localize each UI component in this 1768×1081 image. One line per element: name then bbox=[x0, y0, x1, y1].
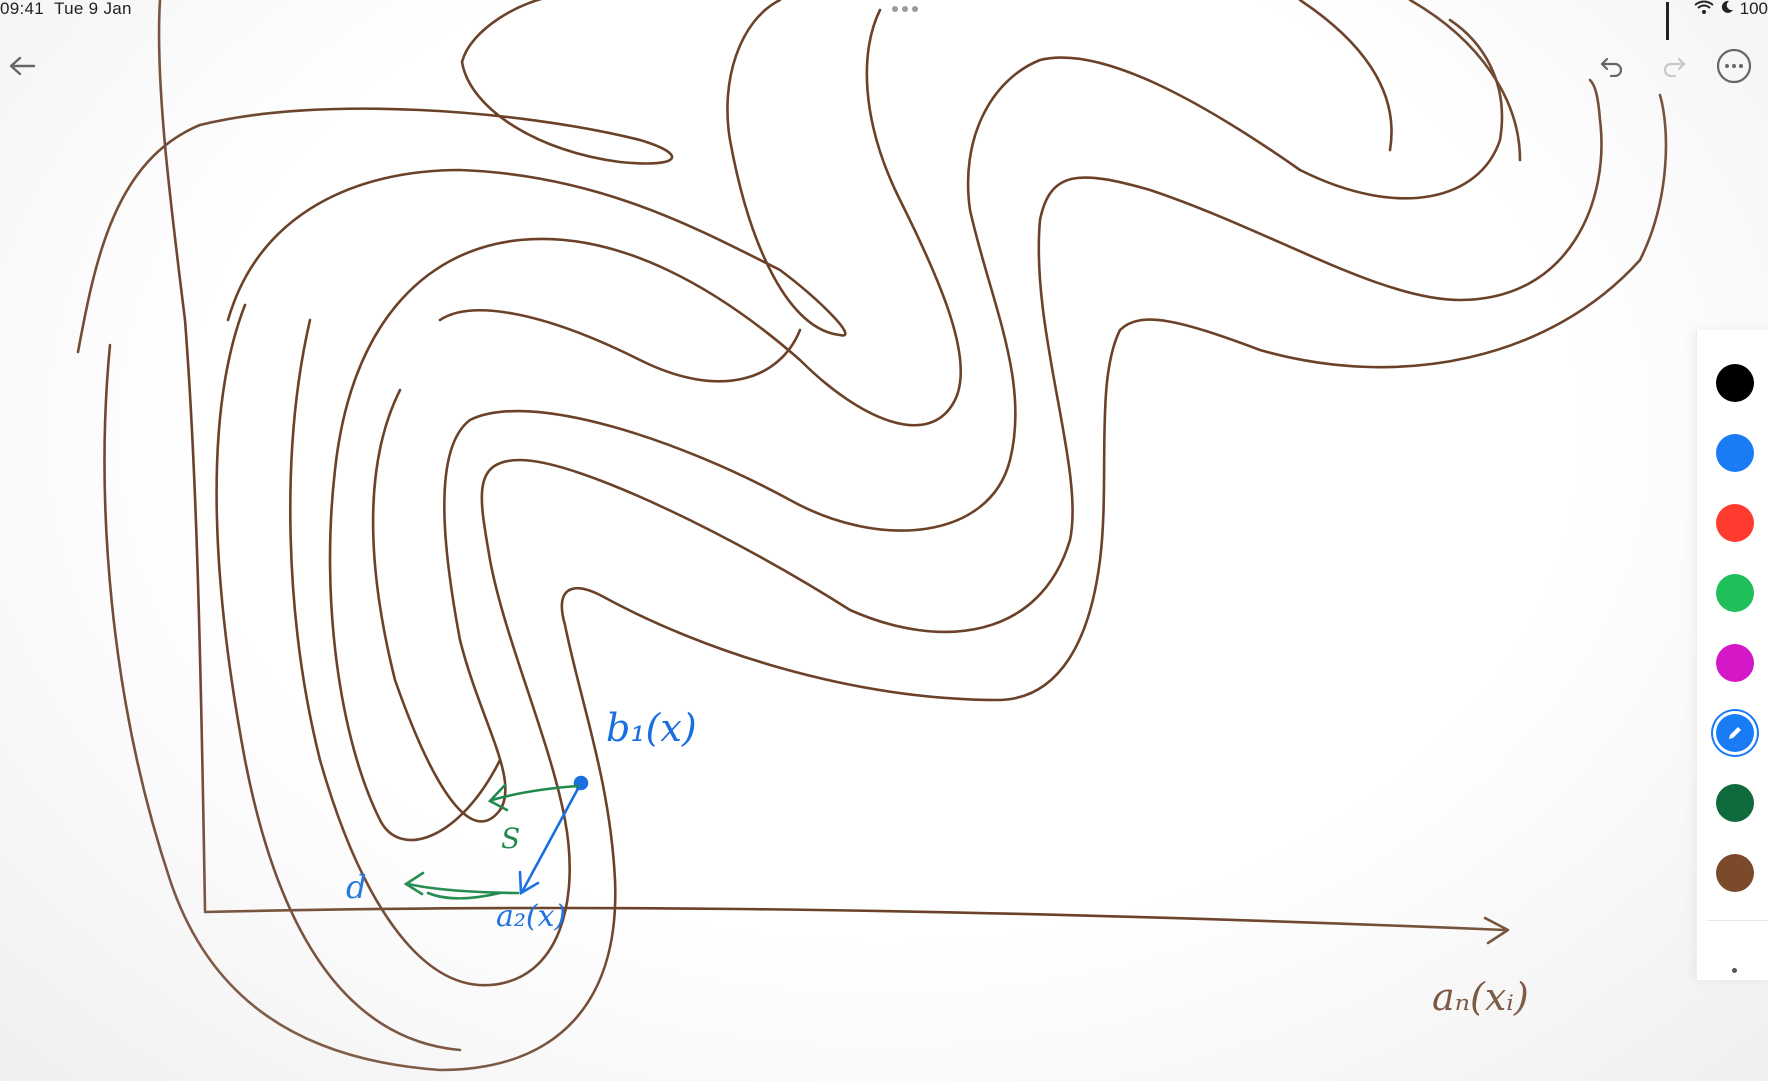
status-time-date: 09:41 Tue 9 Jan bbox=[0, 0, 132, 19]
contour-6 bbox=[371, 18, 1504, 823]
status-date: Tue 9 Jan bbox=[54, 0, 132, 18]
contour-10 bbox=[1408, 0, 1522, 162]
multitasking-grabber[interactable] bbox=[892, 6, 918, 12]
contour-4 bbox=[103, 93, 1668, 1072]
redo-icon bbox=[1663, 57, 1686, 77]
redo-button[interactable] bbox=[1652, 44, 1696, 88]
label-d: d bbox=[346, 868, 367, 906]
ellipsis-circle-icon bbox=[1716, 48, 1752, 84]
color-palette bbox=[1696, 330, 1768, 980]
green-arrow-s-head bbox=[487, 783, 509, 812]
color-swatch-dark-green[interactable] bbox=[1716, 784, 1754, 822]
contour-1 bbox=[76, 0, 674, 354]
vector-arrowhead bbox=[518, 870, 540, 896]
color-swatch-brown[interactable] bbox=[1716, 854, 1754, 892]
label-a2: a₂(x) bbox=[496, 899, 567, 934]
green-arrow-d bbox=[406, 882, 520, 895]
undo-button[interactable] bbox=[1590, 44, 1634, 88]
color-swatch-selected-blue[interactable] bbox=[1716, 714, 1754, 752]
label-s: S bbox=[501, 822, 521, 855]
undo-icon bbox=[1600, 57, 1623, 77]
horizontal-axis-line bbox=[203, 906, 1507, 932]
status-bar: 09:41 Tue 9 Jan 100 bbox=[0, 0, 1768, 40]
green-arrow-s bbox=[490, 784, 580, 802]
contour-2 bbox=[226, 0, 847, 337]
color-swatch-magenta[interactable] bbox=[1716, 644, 1754, 682]
pencil-icon bbox=[1729, 727, 1741, 739]
color-swatch-green[interactable] bbox=[1716, 574, 1754, 612]
green-annotations bbox=[403, 783, 580, 900]
arrow-left-icon bbox=[9, 56, 36, 76]
battery-percent: 100 bbox=[1739, 0, 1768, 18]
stroke-size-dot[interactable] bbox=[1732, 968, 1737, 973]
axis-arrowhead bbox=[1483, 916, 1510, 945]
palette-divider bbox=[1707, 920, 1768, 921]
axis-label: aₙ(xᵢ) bbox=[1432, 975, 1529, 1019]
vector-b1-to-a2 bbox=[520, 781, 583, 894]
label-b1: b₁(x) bbox=[606, 706, 697, 750]
contour-8 bbox=[438, 309, 802, 383]
status-time: 09:41 bbox=[0, 0, 45, 18]
contour-7 bbox=[328, 8, 963, 842]
blue-annotations bbox=[518, 775, 589, 896]
contour-5 bbox=[289, 78, 1603, 987]
green-arrow-d-head bbox=[403, 871, 425, 896]
color-swatch-red[interactable] bbox=[1716, 504, 1754, 542]
more-options-button[interactable] bbox=[1712, 44, 1756, 88]
color-swatch-blue[interactable] bbox=[1716, 434, 1754, 472]
contour-9 bbox=[1298, 0, 1393, 152]
wifi-icon bbox=[1694, 0, 1714, 19]
green-arrow-d-tail bbox=[426, 891, 502, 900]
vertical-axis-line bbox=[157, 0, 207, 912]
contour-lines bbox=[76, 0, 1668, 1072]
back-button[interactable] bbox=[0, 44, 44, 88]
cellular-signal-icon bbox=[1665, 2, 1688, 40]
contour-3 bbox=[215, 303, 462, 1052]
moon-icon bbox=[1720, 0, 1734, 19]
color-swatch-black[interactable] bbox=[1716, 364, 1754, 402]
status-system-icons: 100 bbox=[1665, 0, 1768, 40]
